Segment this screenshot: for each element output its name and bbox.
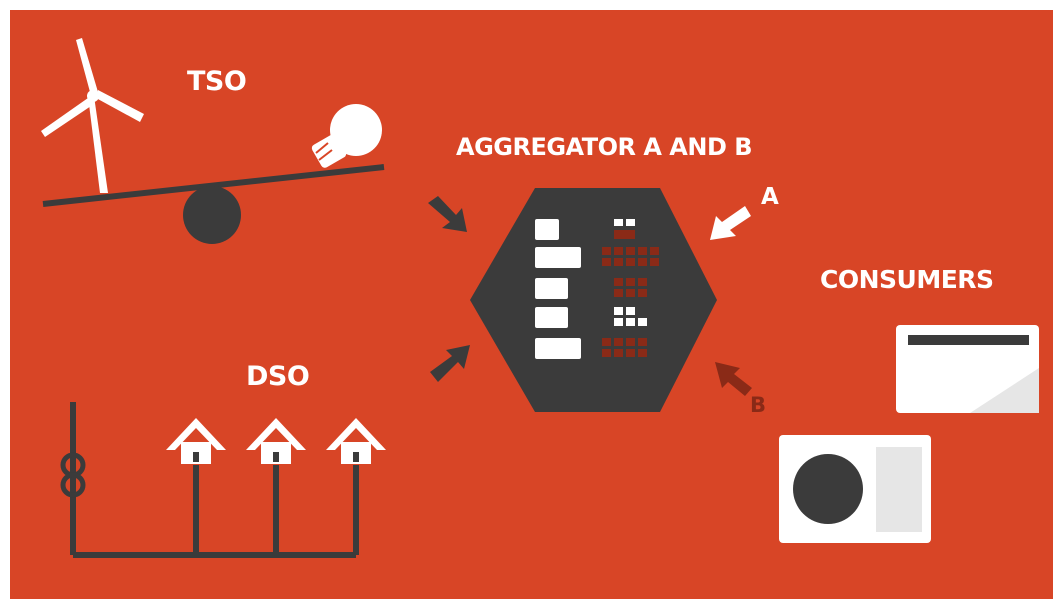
heat-pump-icon [779,435,931,543]
house-icon [246,418,306,464]
diagram-illustration [41,38,1039,558]
arrow-b-label: B [750,393,766,417]
seesaw-icon [42,164,385,244]
air-conditioner-icon [896,325,1039,413]
wind-turbine-icon [41,38,144,193]
aggregator-hexagon-icon [470,188,717,412]
cable-network [73,465,359,558]
arrow-b-icon [715,362,752,396]
light-bulb-icon [311,104,382,168]
arrow-a-icon [710,206,751,240]
transformer-icon [60,402,86,555]
aggregator-label: AGGREGATOR A AND B [456,133,753,161]
arrow-icon [430,345,470,382]
dso-label: DSO [246,361,310,392]
consumers-label: CONSUMERS [820,265,994,294]
house-icon [166,418,226,464]
arrow-a-label: A [761,184,779,210]
diagram-canvas: TSO AGGREGATOR A AND B CONSUMERS DSO A B [10,10,1053,599]
tso-label: TSO [187,66,247,97]
house-icon [326,418,386,464]
arrow-icon [428,196,467,232]
